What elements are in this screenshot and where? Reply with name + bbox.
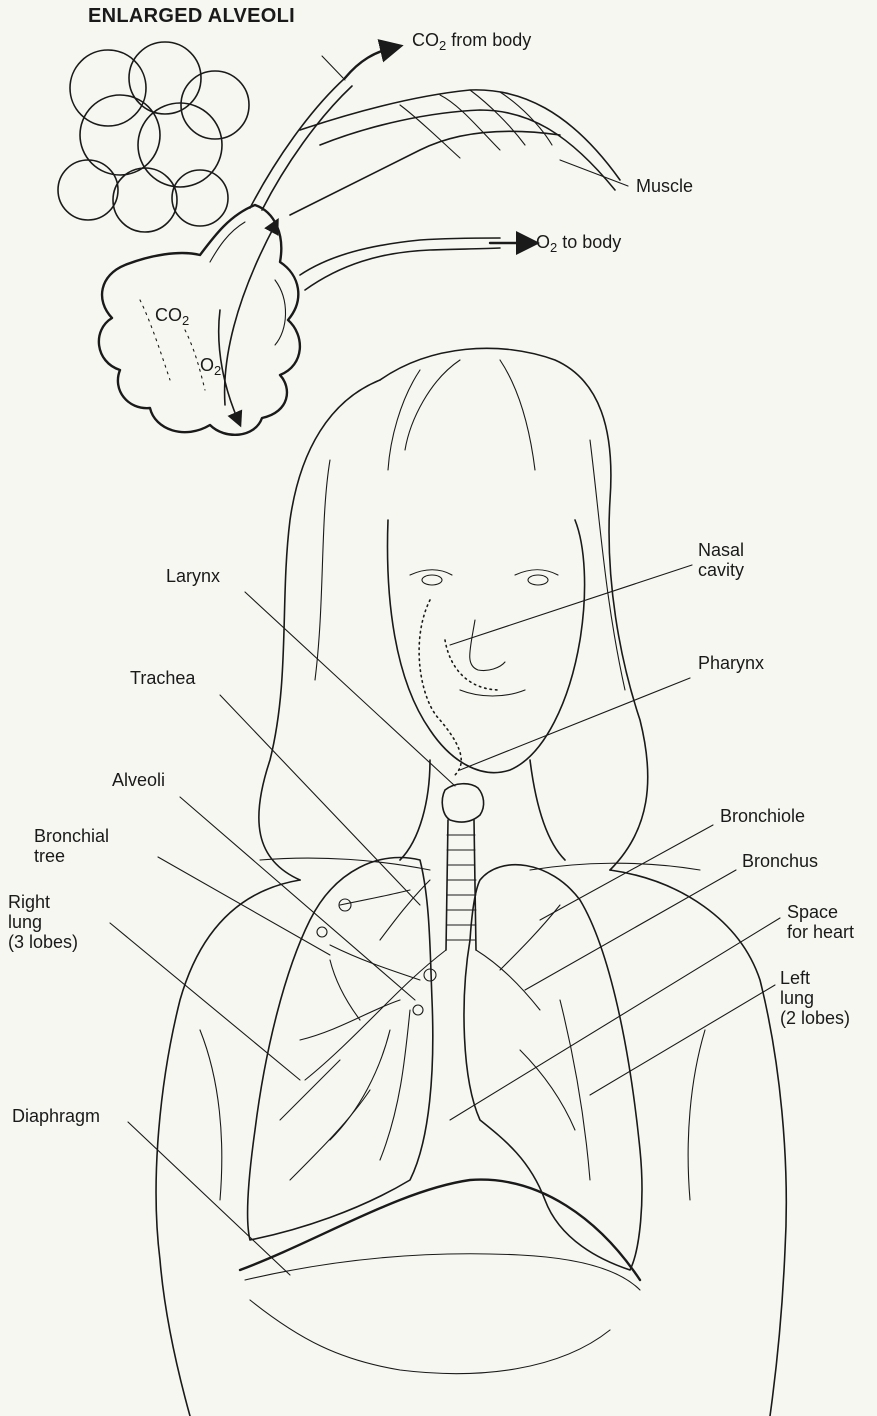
- o2-inner-label: O2: [200, 355, 221, 381]
- alveolar-sac: [99, 205, 300, 435]
- co2-from-body-label: CO2 from body: [412, 30, 531, 56]
- alveoli-cluster: [58, 42, 249, 232]
- bronchus-label: Bronchus: [742, 851, 818, 871]
- diagram-title: ENLARGED ALVEOLI: [88, 6, 295, 26]
- trachea-drawing: [442, 784, 483, 950]
- blood-vessels: [250, 48, 560, 290]
- diaphragm-drawing: [200, 1030, 705, 1374]
- pharynx-label: Pharynx: [698, 653, 764, 673]
- alveoli-label: Alveoli: [112, 770, 165, 790]
- co2-inner-label: CO2: [155, 305, 189, 331]
- trachea-label: Trachea: [130, 668, 195, 688]
- bronchiole-label: Bronchiole: [720, 806, 805, 826]
- o2-to-body-label: O2 to body: [536, 232, 621, 258]
- muscle-label: Muscle: [636, 176, 693, 196]
- muscle-band: [300, 90, 620, 190]
- right-lung-drawing: [248, 858, 446, 1241]
- larynx-label: Larynx: [166, 566, 220, 586]
- hair: [259, 348, 648, 880]
- diaphragm-label: Diaphragm: [12, 1106, 100, 1126]
- face: [387, 520, 584, 775]
- left-lung-drawing: [464, 865, 642, 1270]
